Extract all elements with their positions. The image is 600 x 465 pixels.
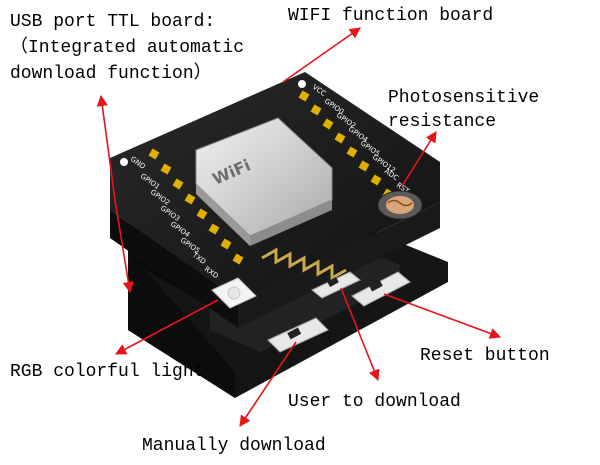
arrow-photoresistor bbox=[401, 131, 437, 187]
manual-download-switch bbox=[267, 317, 329, 353]
reset-button-label: Reset button bbox=[420, 346, 550, 366]
callout-arrows bbox=[96, 27, 502, 427]
left-pin-header bbox=[148, 148, 244, 265]
mounting-hole bbox=[298, 80, 306, 88]
arrow-usb-board-down bbox=[114, 199, 134, 294]
arrow-rgb-light bbox=[115, 299, 219, 355]
rgb-light-label: RGB colorful light bbox=[10, 362, 205, 382]
right-pin-header bbox=[298, 90, 394, 200]
reset-switch bbox=[351, 271, 411, 307]
arrow-user-download bbox=[340, 287, 380, 382]
arrow-usb-board-up bbox=[96, 94, 116, 201]
usb-board-label-line2: （Integrated automatic bbox=[10, 38, 245, 58]
usb-board-label-line1: USB port TTL board: bbox=[10, 12, 216, 32]
user-download-switch bbox=[311, 271, 361, 299]
wifi-board-label: WIFI function board bbox=[288, 6, 494, 26]
user-download-label: User to download bbox=[288, 392, 461, 412]
arrow-wifi-board bbox=[282, 27, 361, 83]
photoresistor-label-line2: resistance bbox=[388, 112, 497, 132]
rgb-led bbox=[211, 277, 257, 309]
usb-board-label-line3: download function） bbox=[10, 64, 212, 84]
photoresistor bbox=[377, 190, 423, 220]
manual-download-label: Manually download bbox=[142, 436, 326, 456]
arrow-manual-download bbox=[239, 341, 297, 427]
esp-wifi-module: WiFi bbox=[195, 117, 333, 246]
pcb-antenna bbox=[261, 247, 347, 281]
photoresistor-label-line1: Photosensitive bbox=[388, 88, 540, 108]
arrow-reset-button bbox=[383, 293, 502, 339]
mounting-hole bbox=[120, 158, 128, 166]
